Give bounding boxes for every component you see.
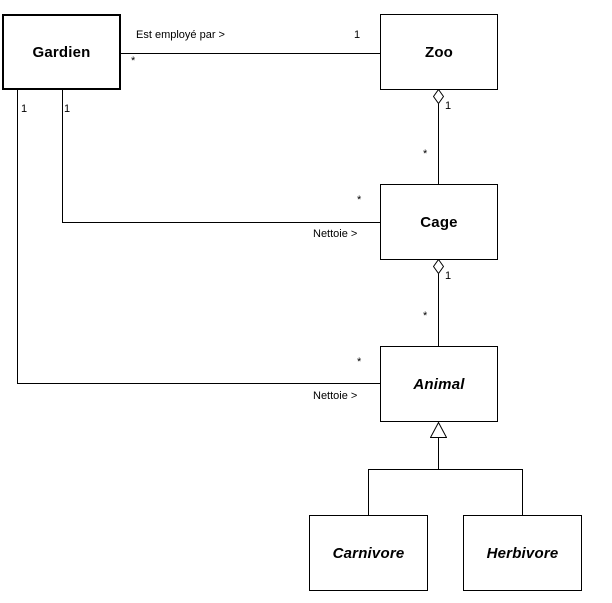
association-line-gardien-cage-vertical [62,90,63,222]
multiplicity-gardien-animal-star: * [357,356,362,368]
multiplicity-zoo-cage-one: 1 [445,100,452,112]
association-label-est-employe-par: Est employé par > [136,29,225,41]
inheritance-line-carnivore [368,469,369,515]
class-name-gardien: Gardien [32,43,91,61]
association-line-gardien-animal-horizontal [17,383,380,384]
class-box-zoo[interactable]: Zoo [380,14,498,90]
class-box-cage[interactable]: Cage [380,184,498,260]
aggregation-line-cage-animal [438,274,439,346]
association-label-nettoie-cage: Nettoie > [313,228,358,240]
class-name-animal: Animal [413,375,465,393]
class-name-cage: Cage [420,213,458,231]
class-name-herbivore: Herbivore [486,544,559,562]
inheritance-line-animal-vertical [438,438,439,469]
class-name-zoo: Zoo [424,43,454,61]
association-label-nettoie-animal: Nettoie > [313,390,358,402]
multiplicity-gardien-animal-one: 1 [21,103,28,115]
class-box-animal[interactable]: Animal [380,346,498,422]
inheritance-line-horizontal [368,469,523,470]
class-name-carnivore: Carnivore [332,544,405,562]
multiplicity-gardien-zoo-star: * [131,55,136,67]
multiplicity-zoo-cage-star: * [423,148,428,160]
multiplicity-gardien-cage-one: 1 [64,103,71,115]
class-box-carnivore[interactable]: Carnivore [309,515,428,591]
multiplicity-cage-animal-star: * [423,310,428,322]
aggregation-diamond-zoo-icon [433,89,444,104]
multiplicity-cage-animal-one: 1 [445,270,452,282]
association-line-gardien-zoo [121,53,380,54]
inheritance-line-herbivore [522,469,523,515]
multiplicity-zoo-one: 1 [354,29,361,41]
class-box-gardien[interactable]: Gardien [2,14,121,90]
multiplicity-gardien-cage-star: * [357,194,362,206]
inheritance-triangle-icon [430,422,447,438]
association-line-gardien-animal-vertical [17,90,18,383]
aggregation-diamond-cage-icon [433,259,444,274]
class-box-herbivore[interactable]: Herbivore [463,515,582,591]
association-line-gardien-cage-horizontal [62,222,380,223]
aggregation-line-zoo-cage [438,104,439,184]
